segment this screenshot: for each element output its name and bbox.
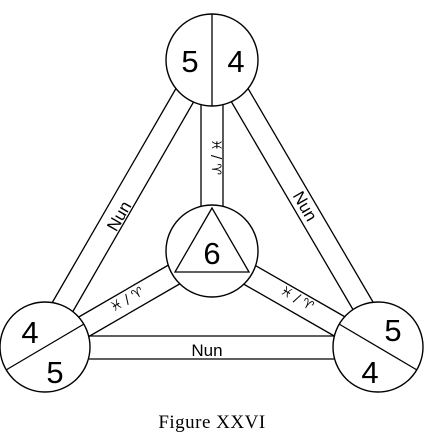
band-top-left-label: Nun — [103, 198, 135, 235]
node-bottom-left: 4 5 — [0, 301, 91, 393]
node-bottom-right: 5 4 — [332, 301, 424, 393]
figure-caption: Figure XXVI — [158, 412, 265, 433]
node-top-left-number: 5 — [181, 44, 198, 79]
band-top-right-label: Nun — [289, 188, 321, 225]
node-bottom-right-lower-number: 4 — [361, 355, 378, 390]
node-bottom-right-upper-number: 5 — [384, 313, 401, 348]
spoke-top: ♓ / ♈ — [200, 98, 224, 208]
node-top-right-number: 4 — [227, 44, 244, 79]
center-triangle — [173, 206, 251, 273]
node-top: 5 4 — [165, 13, 259, 107]
band-bottom: Nun — [88, 335, 336, 360]
spoke-top-label: ♓ / ♈ — [208, 139, 223, 175]
spoke-right: ♓ / ♈ — [239, 262, 348, 338]
node-center-number: 6 — [203, 236, 220, 271]
spoke-right-label: ♓ / ♈ — [277, 283, 316, 314]
band-top-right: Nun — [227, 84, 374, 314]
node-bottom-left-lower-number: 5 — [46, 355, 63, 390]
node-center: 6 — [165, 204, 259, 298]
node-bottom-left-upper-number: 4 — [21, 315, 38, 350]
band-bottom-label: Nun — [191, 341, 222, 360]
spoke-left: ♓ / ♈ — [76, 262, 184, 338]
